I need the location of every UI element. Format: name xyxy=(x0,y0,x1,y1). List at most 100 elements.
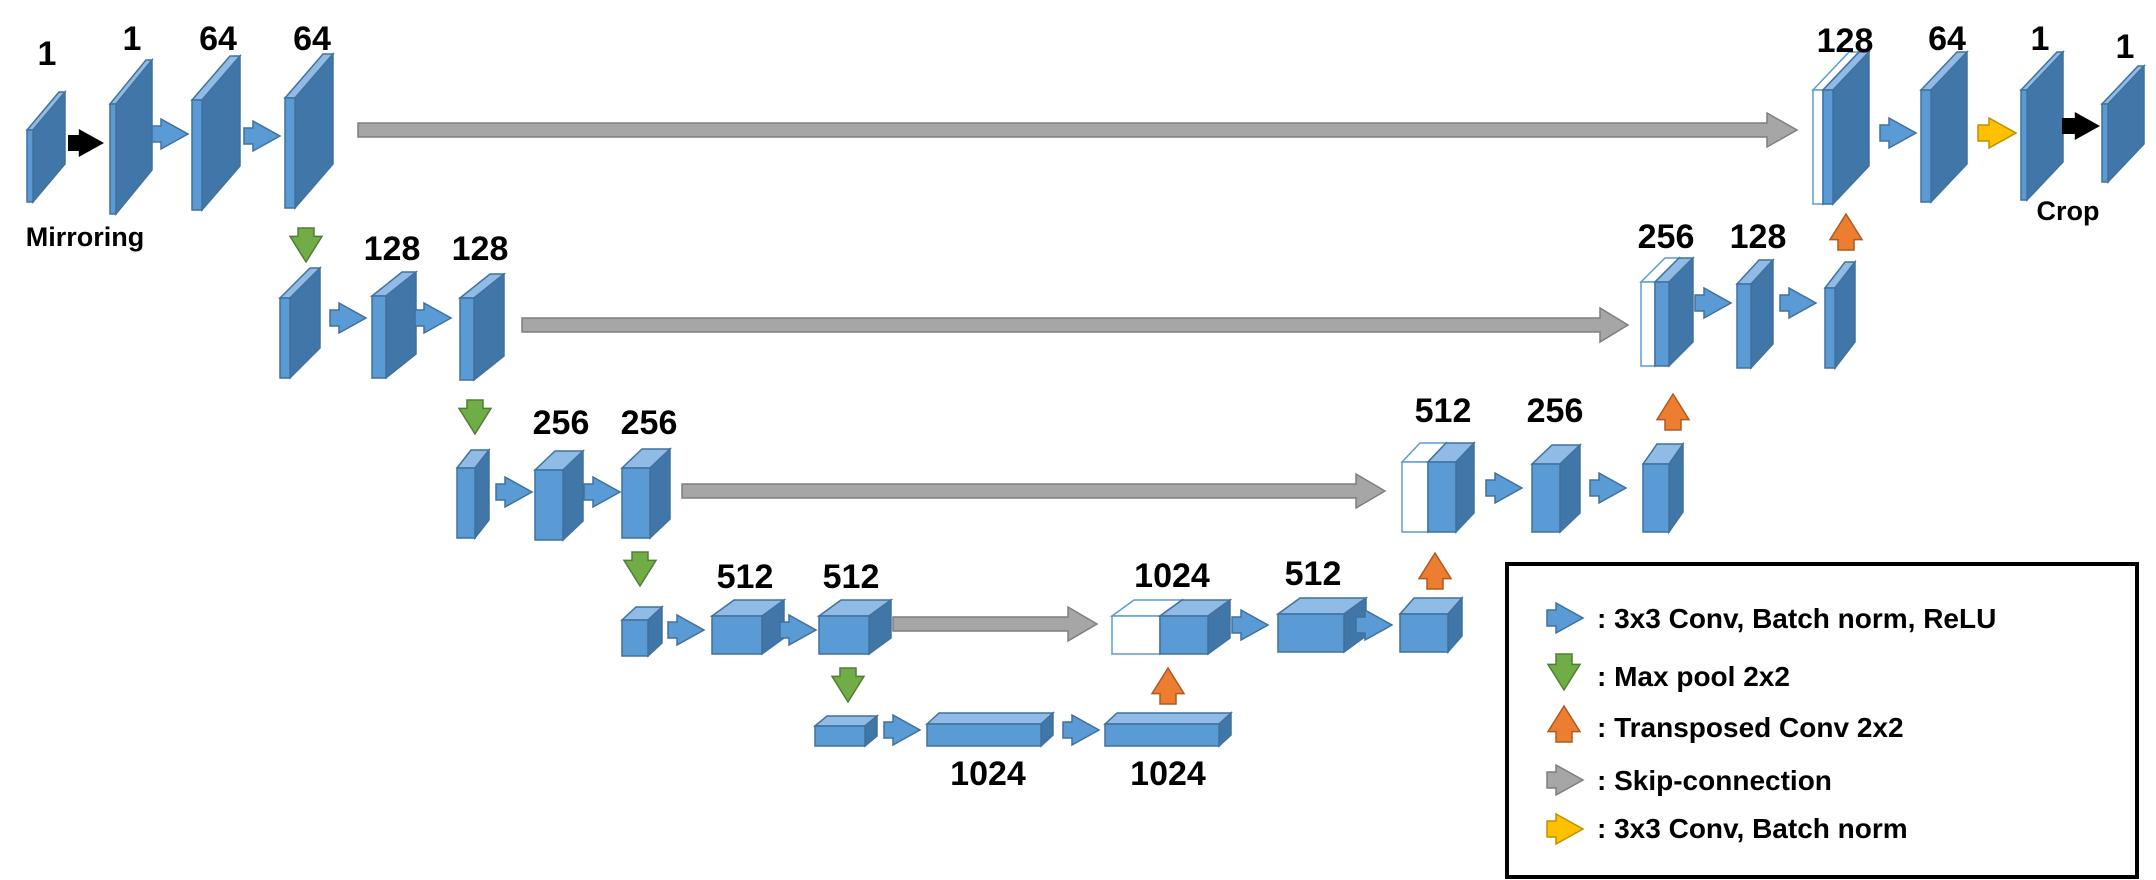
label-d4-conv: 512 xyxy=(1285,555,1342,593)
label-d3-conv: 256 xyxy=(1527,392,1584,430)
conv-arrow-d4-2 xyxy=(1355,608,1394,642)
label-bottom-conv2: 1024 xyxy=(1130,755,1206,793)
block-bottom-conv1 xyxy=(925,711,1055,748)
block-d4-concat-upsampled xyxy=(1157,598,1233,656)
block-d2-up xyxy=(1823,259,1857,371)
block-l2-conv1 xyxy=(369,270,419,380)
label-l3-conv1: 256 xyxy=(533,404,590,442)
transposed-conv-arrow-3 xyxy=(1655,392,1691,431)
legend: : 3x3 Conv, Batch norm, ReLU : Max pool … xyxy=(1505,562,2139,879)
conv-batchnorm-arrow xyxy=(1977,116,2018,150)
label-l4-conv1: 512 xyxy=(717,558,774,596)
block-d4-concat xyxy=(1109,598,1233,656)
block-d1-conv xyxy=(1919,50,1969,204)
crop-arrow xyxy=(2062,112,2100,140)
block-l4-pool xyxy=(620,605,664,658)
block-d3-concat-upsampled xyxy=(1426,441,1476,534)
label-d1-conv: 64 xyxy=(1928,20,1966,58)
block-l3-conv2 xyxy=(620,447,672,540)
mirroring-arrow xyxy=(68,129,104,157)
skip-connections xyxy=(357,111,1799,643)
transposed-conv-arrow-4 xyxy=(1828,212,1864,251)
block-bottom-conv2 xyxy=(1103,711,1233,748)
label-d2-conv: 128 xyxy=(1730,218,1787,256)
block-d3-conv xyxy=(1530,443,1582,534)
legend-box xyxy=(1505,562,2139,879)
block-l2-conv2 xyxy=(457,272,507,382)
label-d2-concat: 256 xyxy=(1638,218,1695,256)
skip-connection-level-2 xyxy=(521,306,1630,344)
label-input-channels: 1 xyxy=(38,35,57,73)
block-d3-concat xyxy=(1400,441,1476,534)
legend-item-conv-relu: : 3x3 Conv, Batch norm, ReLU xyxy=(1597,603,1996,634)
maxpool-arrow-1 xyxy=(288,227,324,264)
skip-connection-arrow-icon xyxy=(1546,763,1585,797)
maxpool-arrow-2 xyxy=(457,399,493,436)
legend-item-transposed-conv: : Transposed Conv 2x2 xyxy=(1597,712,1904,743)
block-l3-conv1 xyxy=(533,449,585,542)
conv-arrow-icon xyxy=(1546,601,1585,635)
conv-arrow-l4-1 xyxy=(667,613,706,647)
skip-connection-level-4 xyxy=(892,605,1099,643)
block-d3-up xyxy=(1641,441,1685,535)
operation-arrows xyxy=(68,112,2100,747)
block-d1-concat xyxy=(1811,50,1871,206)
conv-arrow-l3-1 xyxy=(495,475,534,509)
label-d4-concat: 1024 xyxy=(1134,557,1210,595)
skip-connection-level-3 xyxy=(681,472,1387,510)
block-mirrored xyxy=(108,57,154,217)
block-bottom-pool xyxy=(812,714,880,748)
conv-arrow-d2-2 xyxy=(1779,286,1818,320)
transposed-conv-arrow-icon xyxy=(1546,704,1582,743)
label-l4-conv2: 512 xyxy=(823,558,880,596)
label-d3-concat: 512 xyxy=(1415,392,1472,430)
label-l1-conv1: 64 xyxy=(199,20,237,58)
conv-arrow-l1-1 xyxy=(151,117,190,151)
label-crop-out: 1 xyxy=(2116,28,2135,66)
transposed-conv-arrow-2 xyxy=(1417,551,1453,590)
maxpool-arrow-icon xyxy=(1546,653,1582,692)
legend-item-skip-connection: : Skip-connection xyxy=(1597,765,1832,796)
conv-arrow-l4-2 xyxy=(779,613,818,647)
legend-item-conv-batchnorm: : 3x3 Conv, Batch norm xyxy=(1597,813,1908,844)
label-l2-conv2: 128 xyxy=(452,230,509,268)
conv-arrow-bottom-2 xyxy=(1062,713,1101,747)
transposed-conv-arrow-1 xyxy=(1150,666,1186,705)
block-input xyxy=(25,89,67,205)
label-d1-out: 1 xyxy=(2031,20,2050,58)
block-l4-conv2 xyxy=(816,598,894,656)
operation-labels: Mirroring Crop xyxy=(26,196,2100,252)
label-mirroring: Mirroring xyxy=(26,222,145,252)
conv-arrow-d1-1 xyxy=(1879,116,1918,150)
block-d2-concat-upsampled xyxy=(1653,256,1695,368)
conv-arrow-bottom-1 xyxy=(883,713,922,747)
conv-batchnorm-arrow-icon xyxy=(1546,812,1585,846)
label-l1-conv2: 64 xyxy=(293,20,331,58)
maxpool-arrow-3 xyxy=(622,551,658,588)
block-l1-conv2 xyxy=(283,51,335,211)
conv-arrow-d4-1 xyxy=(1231,608,1270,642)
label-l3-conv2: 256 xyxy=(621,404,678,442)
label-l2-conv1: 128 xyxy=(364,230,421,268)
block-l1-conv1 xyxy=(190,53,242,213)
block-l4-conv1 xyxy=(709,598,787,656)
conv-arrow-d3-1 xyxy=(1485,471,1524,505)
label-d1-concat: 128 xyxy=(1817,22,1874,60)
conv-arrow-l2-1 xyxy=(329,301,368,335)
block-d1-concat-upsampled xyxy=(1821,50,1871,206)
label-bottom-conv1: 1024 xyxy=(950,755,1026,793)
block-d4-conv xyxy=(1275,596,1369,654)
label-crop: Crop xyxy=(2037,196,2100,226)
conv-arrow-l2-2 xyxy=(414,301,453,335)
block-d2-concat xyxy=(1639,256,1695,368)
block-l3-pool xyxy=(455,447,491,541)
channel-labels: 1 1 64 64 128 128 256 256 512 512 1024 1… xyxy=(38,20,2135,793)
block-d4-up xyxy=(1398,596,1464,654)
block-d2-conv xyxy=(1735,258,1775,370)
conv-arrow-d3-2 xyxy=(1589,471,1628,505)
conv-arrow-d2-1 xyxy=(1694,286,1733,320)
feature-map-blocks xyxy=(25,50,2146,748)
label-mirror-channels: 1 xyxy=(123,20,142,58)
block-crop-out xyxy=(2100,64,2146,184)
